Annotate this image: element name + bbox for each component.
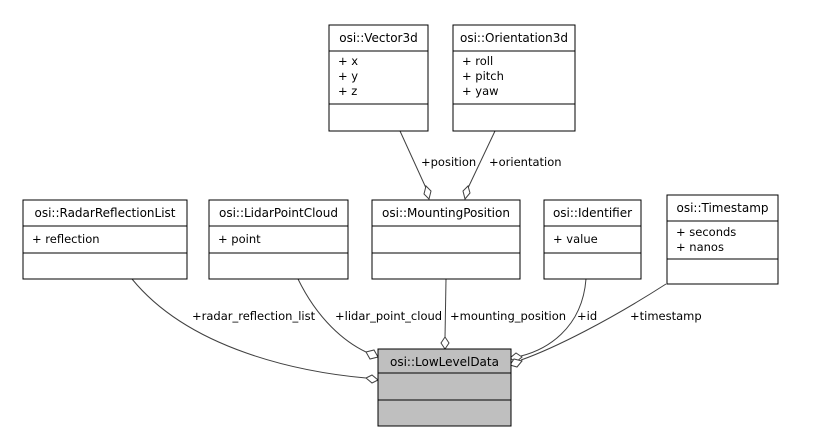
edges bbox=[131, 130, 667, 384]
class-title: osi::RadarReflectionList bbox=[34, 206, 175, 220]
class-title: osi::Vector3d bbox=[339, 31, 418, 45]
class-attribute: + y bbox=[338, 69, 358, 83]
edge-orientation-diamond bbox=[462, 185, 471, 201]
edge-timestamp-diamond bbox=[509, 358, 523, 368]
class-title: osi::LowLevelData bbox=[390, 355, 499, 369]
class-title: osi::Timestamp bbox=[677, 201, 769, 215]
class-orientation3d: osi::Orientation3d + roll + pitch + yaw bbox=[452, 24, 576, 132]
edge-mounting-position bbox=[444, 278, 447, 339]
class-mounting-position: osi::MountingPosition bbox=[371, 199, 521, 280]
class-attribute: + point bbox=[218, 232, 261, 246]
class-vector3d: osi::Vector3d + x + y + z bbox=[328, 24, 429, 132]
class-lidar-point-cloud: osi::LidarPointCloud + point bbox=[208, 199, 349, 280]
edge-label-id: +id bbox=[577, 309, 597, 323]
edge-radar-reflection-list bbox=[131, 278, 367, 379]
edge-lidar-point-cloud bbox=[297, 278, 367, 353]
edge-label-radar-reflection-list: +radar_reflection_list bbox=[192, 309, 316, 323]
class-attribute: + z bbox=[338, 84, 357, 98]
class-low-level-data: osi::LowLevelData bbox=[377, 348, 512, 427]
class-timestamp: osi::Timestamp + seconds + nanos bbox=[666, 194, 779, 285]
edge-label-lidar-point-cloud: +lidar_point_cloud bbox=[335, 309, 442, 323]
edge-position bbox=[399, 130, 427, 189]
edge-label-position: +position bbox=[421, 155, 476, 169]
edge-label-timestamp: +timestamp bbox=[630, 309, 702, 323]
class-attribute: + yaw bbox=[462, 84, 499, 98]
class-attribute: + x bbox=[338, 54, 358, 68]
edge-position-diamond bbox=[423, 185, 432, 200]
class-attribute: + pitch bbox=[462, 69, 504, 83]
class-radar-reflection-list: osi::RadarReflectionList + reflection bbox=[22, 199, 188, 280]
class-attribute: + reflection bbox=[32, 232, 100, 246]
class-title: osi::MountingPosition bbox=[382, 206, 510, 220]
edge-labels: +position +orientation +radar_reflection… bbox=[192, 155, 702, 323]
edge-label-mounting-position: +mounting_position bbox=[450, 309, 566, 323]
class-title: osi::Identifier bbox=[553, 206, 632, 220]
class-attribute: + value bbox=[553, 232, 598, 246]
class-attribute: + seconds bbox=[676, 225, 736, 239]
class-title: osi::LidarPointCloud bbox=[219, 206, 338, 220]
edge-orientation bbox=[467, 130, 496, 189]
edge-timestamp bbox=[520, 283, 667, 361]
class-identifier: osi::Identifier + value bbox=[543, 199, 642, 280]
edge-lidar-point-cloud-diamond bbox=[365, 349, 379, 360]
class-title: osi::Orientation3d bbox=[460, 31, 568, 45]
edge-label-orientation: +orientation bbox=[489, 155, 562, 169]
edge-mounting-position-diamond bbox=[440, 336, 450, 350]
class-attribute: + nanos bbox=[676, 240, 724, 254]
class-attribute: + roll bbox=[462, 54, 493, 68]
edge-radar-reflection-list-diamond bbox=[365, 374, 379, 384]
edge-id bbox=[520, 278, 587, 357]
